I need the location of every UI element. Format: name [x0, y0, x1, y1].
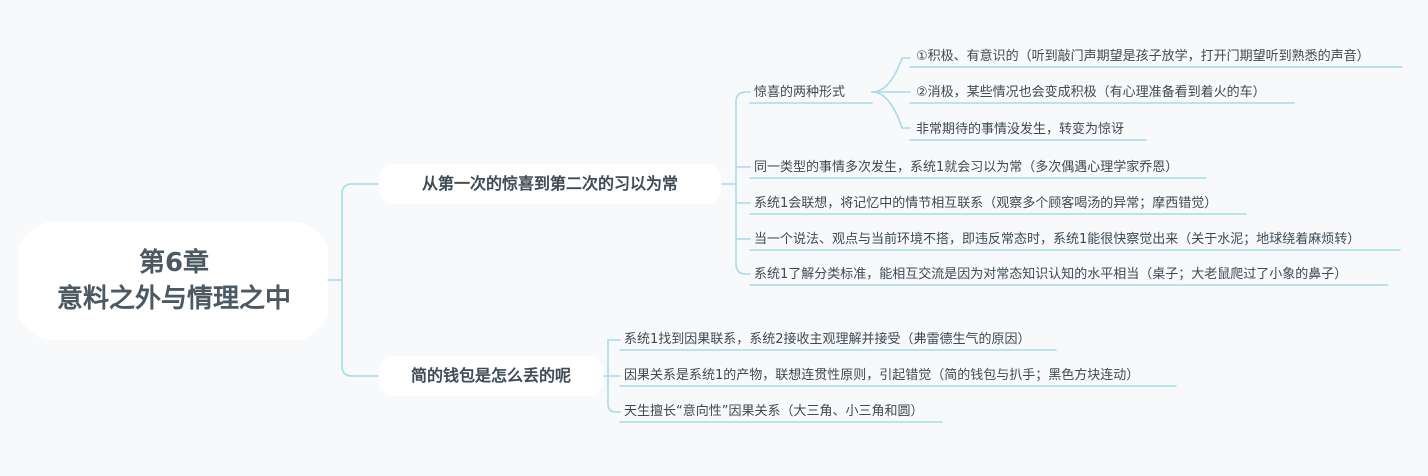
branch-node-shape-2	[378, 356, 604, 396]
topic-norm-violation[interactable]: 当一个说法、观点与当前环境不搭，即违反常态时，系统1能很快察觉出来（关于水泥；地…	[754, 232, 1361, 247]
topic-surprise-active[interactable]: ①积极、有意识的（听到敲门声期望是孩子放学，打开门期望听到熟悉的声音）	[916, 49, 1370, 64]
connector-root-branch1	[327, 183, 379, 281]
connector-b1-c1	[735, 91, 751, 103]
topic-categories[interactable]: 系统1了解分类标准，能相互交流是因为对常态知识认知的水平相当（桌子；大老鼠爬过了…	[754, 267, 1348, 282]
branch-node-shape-1	[378, 164, 722, 204]
connector-surprise-leaf3	[871, 91, 911, 129]
topic-surprise-passive[interactable]: ②消极，某些情况也会变成积极（有心理准备看到着火的车）	[916, 85, 1266, 100]
topic-causality-illusion[interactable]: 因果关系是系统1的产物，联想连贯性原则，引起错觉（简的钱包与扒手；黑色方块连动）	[624, 368, 1140, 383]
root-node-shape	[18, 222, 328, 340]
topic-habituation[interactable]: 同一类型的事情多次发生，系统1就会习以为常（多次偶遇心理学家乔恩）	[754, 160, 1179, 175]
root-title-line1: 第6章	[138, 248, 210, 278]
root-node[interactable]: 第6章 意料之外与情理之中	[18, 222, 330, 340]
topic-causal-links[interactable]: 系统1找到因果联系，系统2接收主观理解并接受（弗雷德生气的原因）	[624, 332, 1031, 347]
topic-surprise-forms[interactable]: 惊喜的两种形式	[754, 85, 846, 100]
branch-node-1[interactable]: 从第一次的惊喜到第二次的习以为常	[421, 174, 678, 193]
topic-intentional-causality[interactable]: 天生擅长“意向性”因果关系（大三角、小三角和圆）	[624, 404, 924, 419]
topic-association[interactable]: 系统1会联想，将记忆中的情节相互联系（观察多个顾客喝汤的异常；摩西错觉）	[754, 196, 1218, 211]
connector-branch1-trunk	[721, 101, 751, 275]
branch-node-2[interactable]: 简的钱包是怎么丢的呢	[410, 366, 571, 385]
topic-surprise-unmet[interactable]: 非常期待的事情没发生，转变为惊讶	[916, 122, 1125, 137]
root-title-line2: 意料之外与情理之中	[56, 284, 291, 314]
connector-surprise-leaf1	[871, 57, 911, 93]
connector-root-branch2	[341, 279, 379, 377]
